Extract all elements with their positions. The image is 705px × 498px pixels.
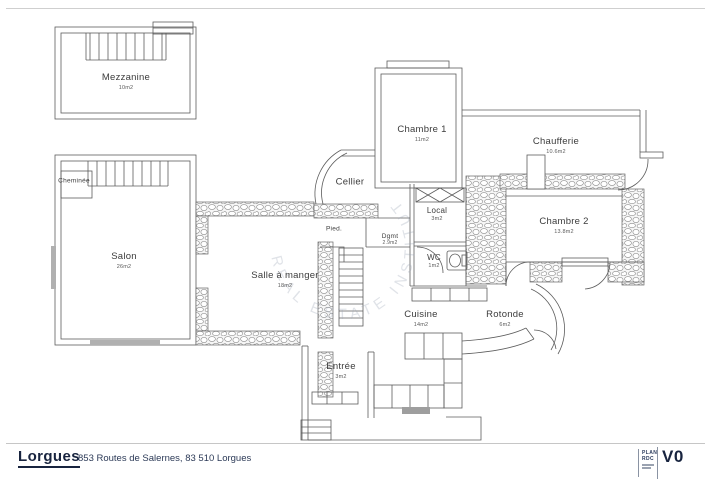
fine-print-line xyxy=(642,467,651,469)
wc-door-arc xyxy=(416,246,444,274)
chambre2-door-arc xyxy=(505,261,531,287)
bottom-border-line xyxy=(6,443,705,444)
plan-version: V0 xyxy=(662,447,684,466)
mezzanine-stairs xyxy=(85,33,167,61)
rotonde-curved-wall xyxy=(530,283,565,355)
room-label-cellier: Cellier xyxy=(335,176,365,188)
top-border-line xyxy=(6,8,705,9)
fine-print-line xyxy=(642,464,654,466)
pied-partition xyxy=(320,246,345,262)
exterior-bottom-wall xyxy=(308,416,482,441)
cellier-arc-wall xyxy=(314,149,375,205)
kitchen-counter xyxy=(373,332,463,409)
footer-divider-right xyxy=(657,447,658,479)
floor-plan-drawing: REAL ESTATE INSTITUT xyxy=(51,21,664,441)
room-label-cheminee: Cheminée xyxy=(58,177,90,185)
chimney-box xyxy=(60,170,93,199)
rotonde-door-arc-top xyxy=(584,262,611,290)
entree-window-row xyxy=(311,391,359,405)
entree-walls xyxy=(301,345,375,440)
footer-city: Lorgues xyxy=(18,448,80,468)
chaufferie-door-arc xyxy=(617,158,649,191)
room-label-pied: Pied. xyxy=(325,225,343,233)
chaufferie-pillar xyxy=(526,154,546,190)
footer-divider-left xyxy=(638,449,639,477)
toilet-icon xyxy=(446,250,468,271)
mezzanine-walls xyxy=(54,21,197,120)
local-walls xyxy=(409,184,467,286)
rotonde-corridor xyxy=(461,327,535,355)
plan-code-line1: PLAN xyxy=(642,450,658,456)
dgmt-partition xyxy=(365,217,410,248)
plan-code-line2: RDC xyxy=(642,456,655,462)
porch-steps xyxy=(300,419,332,441)
chaufferie-walls xyxy=(462,109,664,159)
salon-stairs xyxy=(87,161,169,187)
footer-address: 853 Routes de Salernes, 83 510 Lorgues xyxy=(78,453,252,464)
rotonde-door-arc-bottom xyxy=(525,327,557,350)
chambre2-window xyxy=(561,257,609,267)
local-cabinet xyxy=(415,187,465,203)
plan-code-block: PLAN RDC xyxy=(642,450,657,469)
window-grid xyxy=(411,287,488,302)
kitchen-sink xyxy=(402,407,430,414)
window-bottom xyxy=(90,340,160,345)
main-staircase xyxy=(338,247,364,327)
window-left xyxy=(51,246,56,289)
